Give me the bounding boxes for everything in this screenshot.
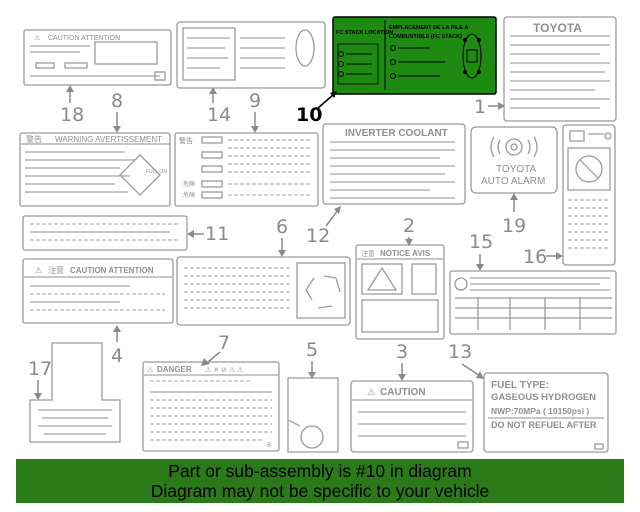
label-4[interactable]: ⚠ 注意 CAUTION ATTENTION <box>22 258 174 324</box>
label-11[interactable] <box>22 215 188 251</box>
kiken-text-1: 危険 <box>183 180 195 188</box>
small-b-text: B <box>267 443 271 449</box>
label-6[interactable] <box>176 256 351 326</box>
notice-avis-text: NOTICE AVIS <box>380 249 431 258</box>
inverter-coolant-text: INVERTER COOLANT <box>345 128 448 139</box>
caution-triangle-small-icon: ⚠ <box>367 387 375 397</box>
warning-triangle-large-icon <box>366 266 398 291</box>
callout-18: 18 <box>60 104 84 126</box>
vehicle-outline-icon <box>462 33 482 79</box>
label-15[interactable] <box>449 270 617 335</box>
label-16[interactable] <box>562 124 616 266</box>
callout-8: 8 <box>111 90 123 112</box>
callout-19: 19 <box>502 215 526 237</box>
callout-17: 17 <box>28 358 52 380</box>
danger-text: DANGER <box>157 365 192 374</box>
label-18-title: CAUTION ATTENTION <box>48 35 120 42</box>
fuel-type-text: FUEL TYPE: <box>491 380 549 391</box>
emblem-icon <box>454 277 468 291</box>
gaseous-hydrogen-text: GASEOUS HYDROGEN <box>491 392 596 403</box>
warning-jp-small: 警告 <box>179 136 193 145</box>
hazard-symbols-icon: ⚠ ✕ ⊘ ⚠ ⚠ <box>205 366 243 374</box>
label-14[interactable] <box>176 21 326 89</box>
callout-6: 6 <box>276 216 288 238</box>
chui-text: 注意 <box>48 265 64 275</box>
callout-9: 9 <box>249 90 261 112</box>
kiken-text-2: 危険 <box>183 191 195 199</box>
label-9[interactable]: 警告 危険 危険 <box>174 132 319 207</box>
fc-stack-fr-line2: COMBUSTIBLE (FC STACK) <box>389 34 462 40</box>
full-on-text: FULL ON <box>146 169 167 175</box>
callout-13: 13 <box>448 341 472 363</box>
label-3[interactable]: ⚠ CAUTION <box>350 380 474 453</box>
label-2[interactable]: 注意 NOTICE AVIS <box>355 244 445 340</box>
caution-triangle-icon: ⚠ <box>35 266 42 275</box>
callout-3: 3 <box>396 341 408 363</box>
auto-alarm-line1: TOYOTA <box>496 164 537 175</box>
info-banner: Part or sub-assembly is #10 in diagram D… <box>16 459 624 503</box>
nwp-text: NWP:70MPa ( 10150psi ) <box>491 406 589 416</box>
danger-triangle-icon: ⚠ <box>147 366 153 374</box>
label-13[interactable]: FUEL TYPE: GASEOUS HYDROGEN NWP:70MPa ( … <box>483 372 609 453</box>
label-19[interactable]: TOYOTA AUTO ALARM <box>470 126 558 194</box>
label-5[interactable] <box>287 377 339 453</box>
label-18[interactable]: ⚠ CAUTION ATTENTION <box>23 29 172 86</box>
warning-avertissement-text: WARNING AVERTISSEMENT <box>55 135 162 144</box>
label-10-highlighted[interactable]: FC STACK LOCATION EMPLACEMENT DE LA PILE… <box>332 16 497 95</box>
do-not-refuel-text: DO NOT REFUEL AFTER <box>491 420 597 430</box>
caution-attention-text: CAUTION ATTENTION <box>70 266 154 275</box>
callout-5: 5 <box>306 339 318 361</box>
callout-15: 15 <box>469 231 493 253</box>
label-7[interactable]: ⚠ DANGER ⚠ ✕ ⊘ ⚠ ⚠ B <box>142 361 280 452</box>
label-8[interactable]: 警告 WARNING AVERTISSEMENT FULL ON <box>19 132 171 207</box>
recycle-icon <box>305 275 341 309</box>
callout-14: 14 <box>207 104 231 126</box>
callout-1: 1 <box>474 96 486 118</box>
callout-10: 10 <box>296 104 322 126</box>
chui-small-text: 注意 <box>361 249 375 258</box>
alarm-icon <box>505 138 523 156</box>
callout-2: 2 <box>403 215 415 237</box>
label-17[interactable] <box>29 342 121 443</box>
no-smoking-icon <box>575 155 603 183</box>
callout-7: 7 <box>218 332 230 354</box>
callout-4: 4 <box>111 345 123 367</box>
fc-stack-location-text: FC STACK LOCATION <box>336 30 393 36</box>
car-icon <box>295 29 315 67</box>
callout-16: 16 <box>523 246 547 268</box>
auto-alarm-line2: AUTO ALARM <box>481 176 545 187</box>
banner-line-2: Diagram may not be specific to your vehi… <box>150 481 490 501</box>
label-1[interactable]: TOYOTA <box>503 16 617 122</box>
label-12[interactable]: INVERTER COOLANT <box>322 123 466 205</box>
caution-text: CAUTION <box>380 387 426 398</box>
callout-11: 11 <box>205 223 229 245</box>
fc-stack-fr-line1: EMPLACEMENT DE LA PILE A <box>389 25 468 31</box>
warning-jp-text: 警告 <box>26 134 42 144</box>
callout-12: 12 <box>306 225 330 247</box>
banner-line-1: Part or sub-assembly is #10 in diagram <box>168 461 472 481</box>
fuel-nozzle-icon <box>119 154 161 196</box>
toyota-brand-text: TOYOTA <box>533 21 582 35</box>
warning-triangle-icon: ⚠ <box>34 34 40 42</box>
parts-diagram: ⚠ CAUTION ATTENTION 18 14 FC STACK LOCAT… <box>19 16 617 453</box>
